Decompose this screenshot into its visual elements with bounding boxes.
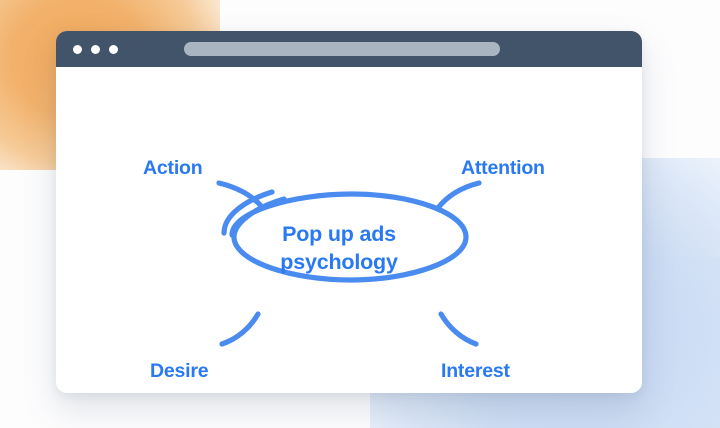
branch-arc-interest (438, 311, 479, 347)
branch-label-desire: Desire (150, 360, 209, 382)
close-button-icon[interactable] (73, 44, 82, 54)
address-bar-input[interactable] (184, 42, 500, 56)
branch-arc-desire (219, 311, 261, 347)
branch-label-interest: Interest (441, 360, 510, 382)
browser-window: Pop up ads psychology Action Attention D… (56, 31, 642, 393)
center-node-label: Pop up ads psychology (223, 220, 455, 276)
browser-title-bar (56, 31, 642, 67)
mind-map-graphic (216, 180, 482, 347)
center-ellipse-overshoot (221, 189, 275, 236)
center-node-line-2: psychology (280, 250, 398, 274)
branch-arc-attention (435, 180, 482, 211)
minimize-button-icon[interactable] (91, 44, 100, 54)
branch-arc-action (216, 180, 265, 210)
center-node-line-1: Pop up ads (282, 222, 396, 246)
browser-page-content: Pop up ads psychology Action Attention D… (56, 67, 642, 393)
center-ellipse-stroke (229, 191, 469, 283)
branch-label-attention: Attention (461, 157, 545, 179)
maximize-button-icon[interactable] (109, 44, 118, 54)
window-controls (73, 44, 118, 54)
branch-label-action: Action (143, 157, 203, 179)
